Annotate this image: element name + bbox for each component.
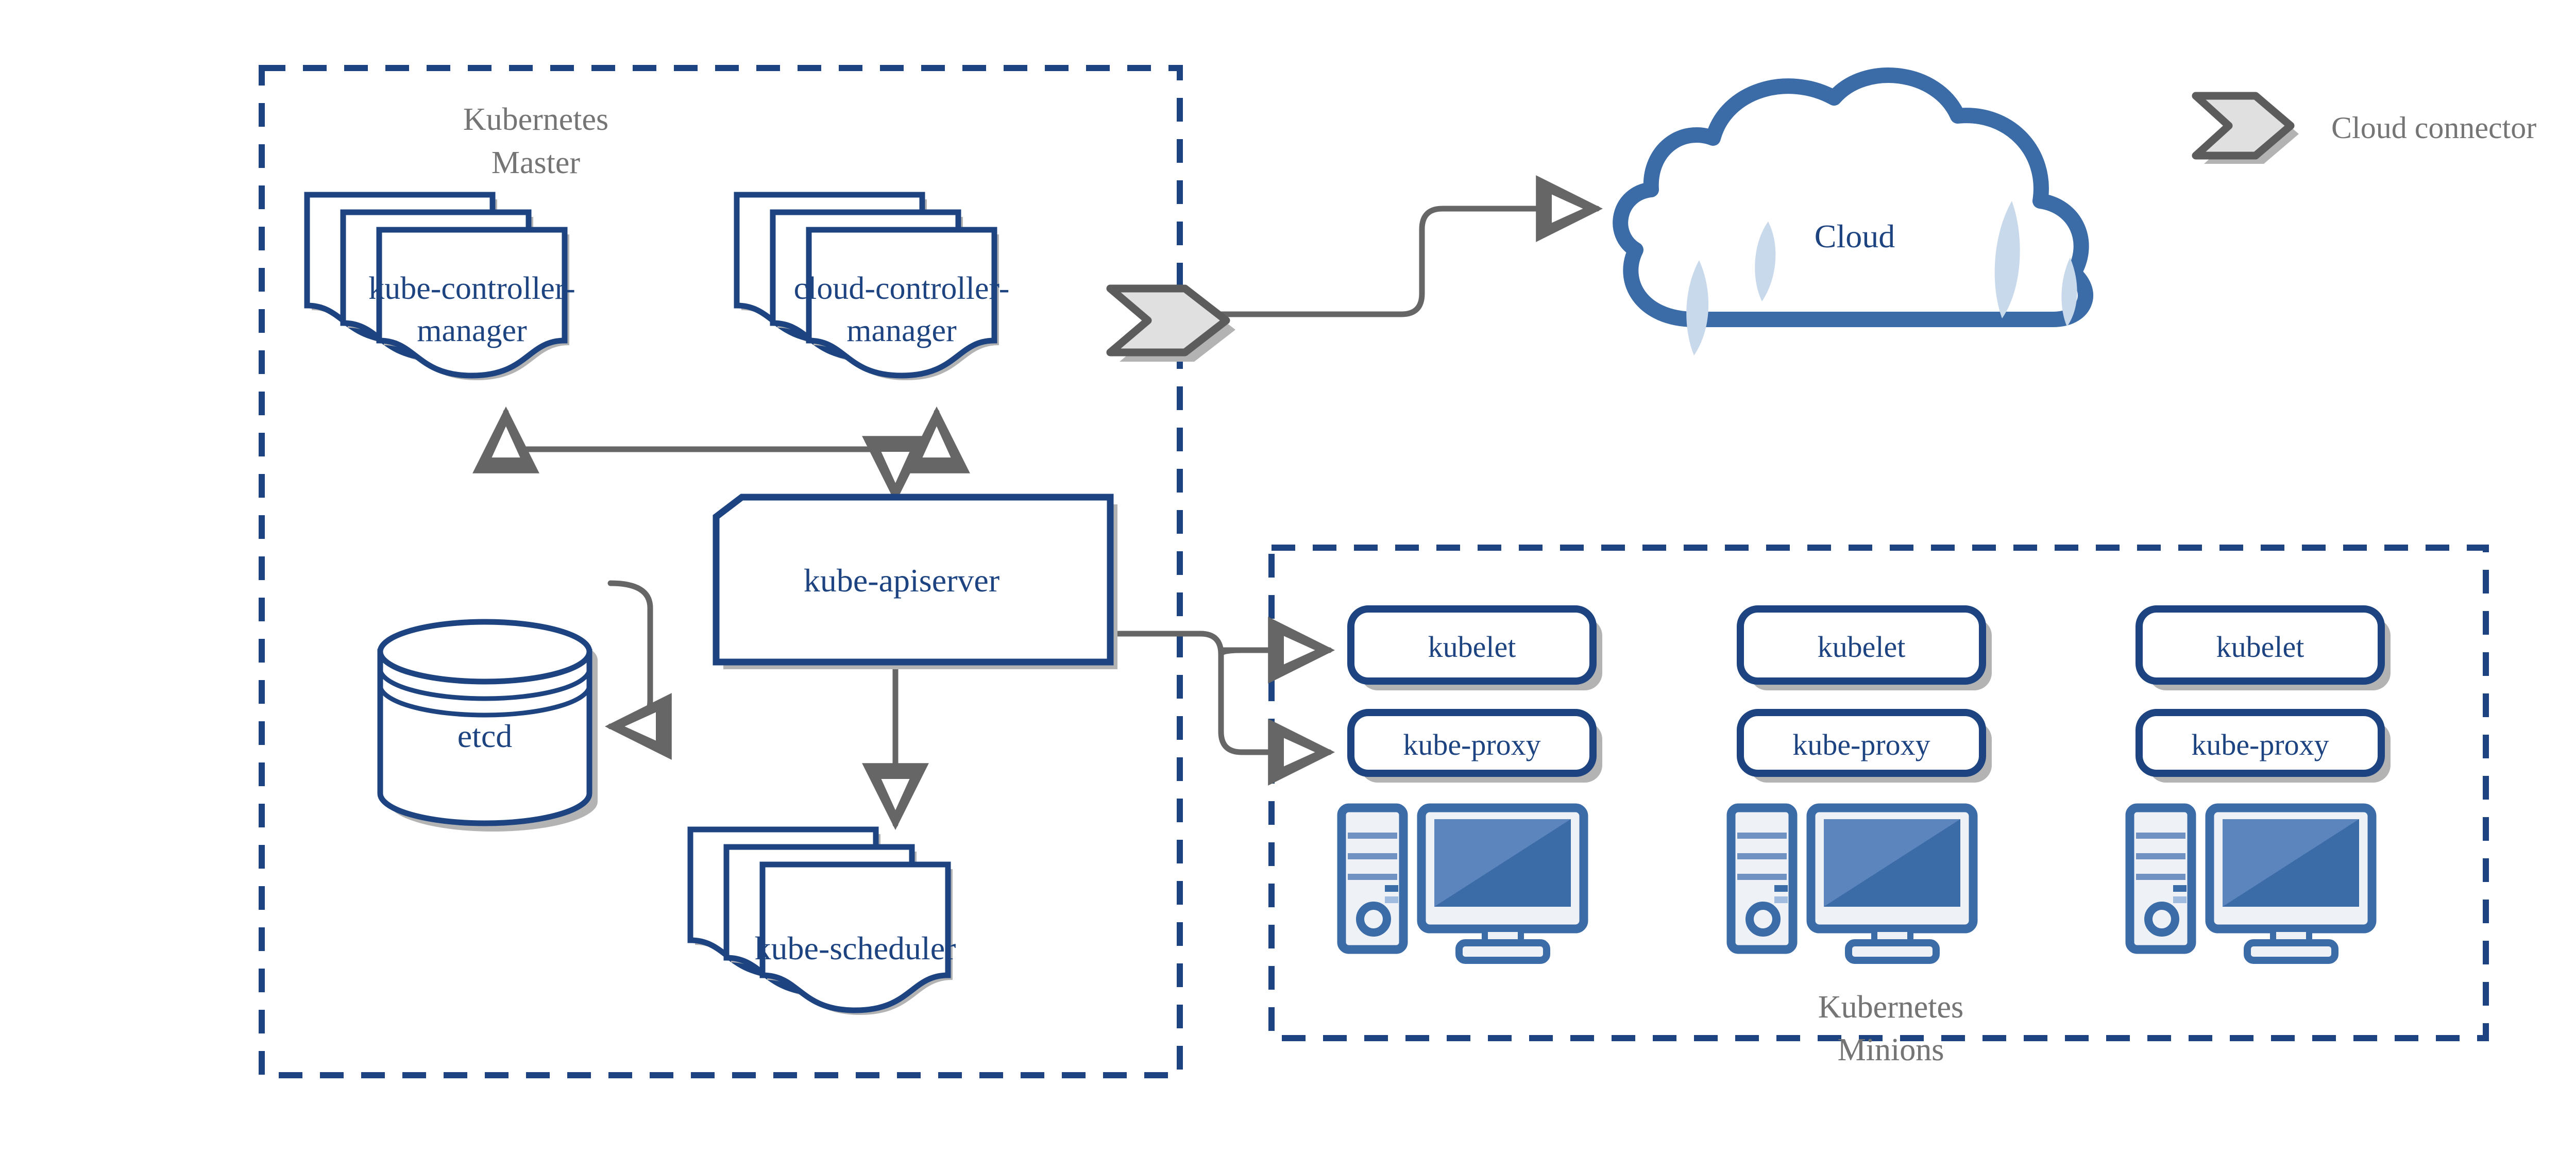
- etcd-top-ellipse: [377, 619, 592, 685]
- connector-apiserver-to-etcd: [604, 580, 672, 760]
- minions-label-line1: Kubernetes: [1818, 990, 1963, 1025]
- minion-node-1: kubelet kube-proxy: [1337, 605, 1602, 964]
- group-kubernetes-master: Kubernetes Master: [259, 65, 1183, 1078]
- minion-3-kubeproxy-label: kube-proxy: [2191, 728, 2329, 761]
- node-kube-apiserver[interactable]: kube-apiserver: [713, 494, 1117, 669]
- cloud-outline: [1613, 67, 2093, 327]
- cloud-controller-manager-label-line2: manager: [846, 313, 957, 348]
- minion-1-kubelet-label: kubelet: [1428, 630, 1516, 664]
- minion-2-kubelet-label: kubelet: [1818, 630, 1906, 664]
- connector-layer: [472, 175, 1603, 830]
- legend-label: Cloud connector: [2331, 111, 2536, 145]
- minion-1-kubeproxy-label: kube-proxy: [1403, 728, 1540, 761]
- minion-1-computer-icon: [1337, 803, 1588, 964]
- master-dashed-border: [259, 65, 1183, 1078]
- kube-controller-manager-label-line2: manager: [417, 313, 527, 348]
- minions-label-overlay-line1: Kubernetes: [1818, 990, 1963, 1025]
- minion-1-kubeproxy-box[interactable]: kube-proxy: [1347, 709, 1602, 783]
- cloud-label: Cloud: [1815, 218, 1895, 255]
- cloud-accent-2: [1686, 260, 1709, 355]
- minion-2-kubeproxy-box[interactable]: kube-proxy: [1737, 709, 1992, 783]
- node-cloud-controller-manager[interactable]: cloud-controller- manager: [737, 195, 1009, 380]
- legend-chevron-icon: [2192, 92, 2295, 160]
- cloud-accent-4: [2061, 258, 2077, 327]
- kube-controller-manager-label-line1: kube-controller-: [368, 271, 575, 306]
- minion-3-kubelet-label: kubelet: [2216, 630, 2304, 664]
- cloud-accent-3: [1994, 201, 2020, 318]
- node-kube-scheduler[interactable]: kube-scheduler: [690, 829, 956, 1015]
- connector-cloudcm-to-cloud: [1182, 175, 1603, 317]
- cloud-connector-icon: [1106, 284, 1235, 362]
- minions-label-overlay-line2: Minions: [1838, 1032, 1944, 1067]
- minion-2-kubelet-box[interactable]: kubelet: [1737, 605, 1992, 690]
- minion-2-computer-icon: [1726, 803, 1978, 964]
- minions-dashed-border: [1268, 545, 2489, 1041]
- minion-1-kubelet-box[interactable]: kubelet: [1347, 605, 1602, 690]
- minions-label-line2: Minions: [1838, 1032, 1944, 1067]
- minion-3-computer-icon: [2125, 803, 2377, 964]
- node-etcd[interactable]: etcd: [377, 619, 598, 832]
- minion-node-2: kubelet kube-proxy: [1726, 605, 1992, 964]
- kube-scheduler-label: kube-scheduler: [755, 930, 956, 967]
- minions-label-overlay: Kubernetes Minions: [1818, 990, 1963, 1067]
- group-kubernetes-minions: Kubernetes Minions: [1268, 545, 2489, 1067]
- minion-3-kubeproxy-box[interactable]: kube-proxy: [2136, 709, 2391, 783]
- cloud-controller-manager-label-line1: cloud-controller-: [794, 271, 1010, 306]
- etcd-ring-1: [378, 668, 592, 701]
- minion-node-3: kubelet kube-proxy: [2125, 605, 2391, 964]
- connector-apiserver-to-kubeproxy: [1115, 631, 1335, 786]
- cloud-accent-1: [1755, 222, 1776, 301]
- node-cloud[interactable]: Cloud: [1613, 67, 2093, 355]
- minion-2-kubeproxy-label: kube-proxy: [1792, 728, 1930, 761]
- master-label-line2: Master: [492, 145, 581, 180]
- etcd-ring-2: [378, 685, 592, 718]
- kube-apiserver-label: kube-apiserver: [804, 562, 999, 599]
- master-label-line1: Kubernetes: [463, 102, 608, 137]
- node-kube-controller-manager[interactable]: kube-controller- manager: [307, 195, 575, 380]
- minion-3-kubelet-box[interactable]: kubelet: [2136, 605, 2391, 690]
- etcd-label: etcd: [457, 718, 513, 754]
- legend-cloud-connector: Cloud connector: [2192, 92, 2536, 164]
